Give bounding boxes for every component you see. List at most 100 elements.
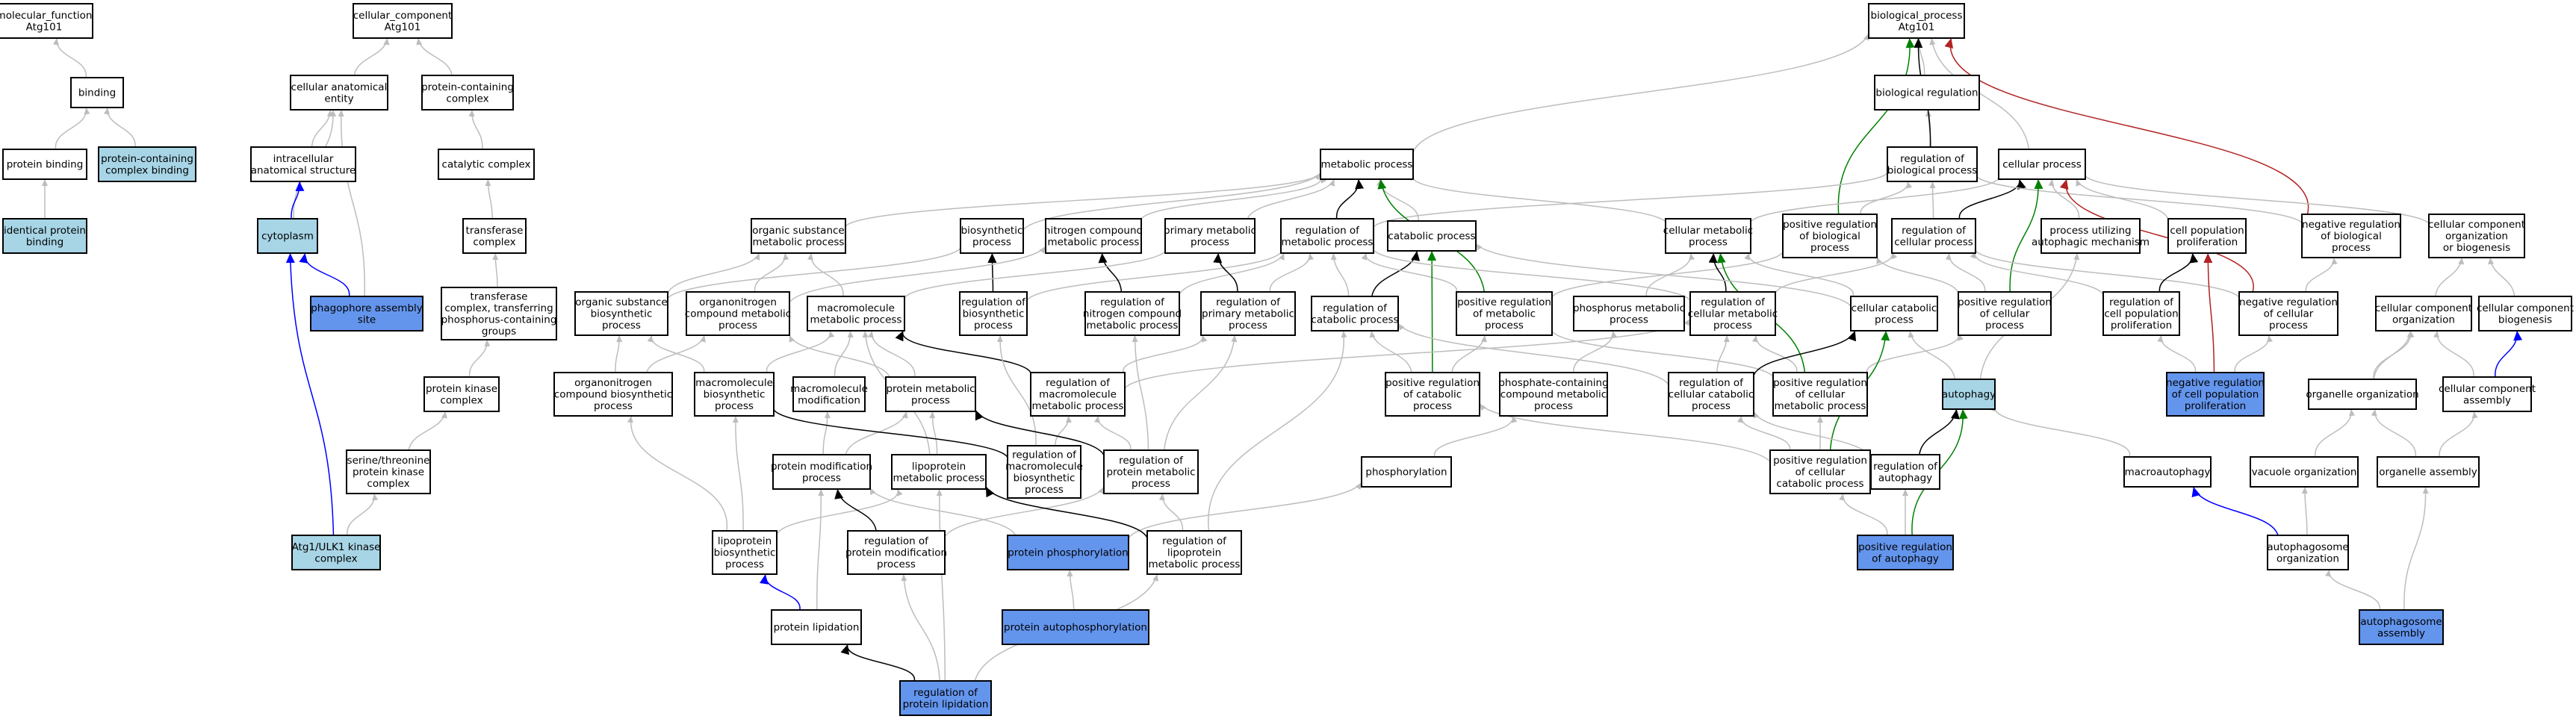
node-label-line: autophagosome bbox=[2267, 541, 2348, 553]
node-box bbox=[1007, 445, 1081, 499]
go-term-node[interactable]: cellular process bbox=[1998, 149, 2086, 180]
go-term-node[interactable]: regulation ofmacromoleculebiosyntheticpr… bbox=[1005, 445, 1083, 499]
go-term-node[interactable]: catabolic process bbox=[1387, 220, 1477, 252]
edge-biosyn-to-metab bbox=[1022, 172, 1321, 231]
go-term-node[interactable]: catalytic complex bbox=[438, 149, 535, 180]
go-term-node[interactable]: protein binding bbox=[2, 149, 87, 180]
node-label-line: autophagy bbox=[1942, 389, 1996, 401]
node-label-line: regulation of bbox=[1295, 225, 1360, 237]
go-term-node[interactable]: protein phosphorylation bbox=[1007, 535, 1129, 570]
go-term-node[interactable]: cytoplasm bbox=[257, 218, 318, 254]
edge-puam-to-cellproc bbox=[2048, 178, 2080, 220]
node-label-line: complex bbox=[440, 394, 482, 406]
node-label-line: regulation of bbox=[1873, 461, 1938, 473]
go-term-node[interactable]: binding bbox=[70, 77, 124, 108]
go-term-node[interactable]: autophagy bbox=[1942, 379, 1996, 410]
go-term-node[interactable]: macroautophagy bbox=[2123, 456, 2212, 488]
node-label-line: complex bbox=[314, 553, 357, 564]
edge-lipobp-to-ocbp bbox=[627, 415, 727, 532]
go-term-node[interactable]: phosphorylation bbox=[1361, 456, 1452, 488]
go-term-node[interactable]: protein autophosphorylation bbox=[1002, 609, 1149, 645]
go-term-node[interactable]: protein lipidation bbox=[771, 609, 862, 645]
node-label-line: process bbox=[1985, 320, 2024, 332]
edge-negregcp-to-regcp bbox=[1969, 244, 2241, 303]
node-label-line: process bbox=[974, 320, 1013, 332]
node-label-line: positive regulation bbox=[1858, 541, 1952, 553]
go-term-node[interactable]: biological regulation bbox=[1874, 75, 1980, 111]
go-term-node[interactable]: organelle organization bbox=[2306, 379, 2419, 410]
go-term-node[interactable]: vacuole organization bbox=[2250, 456, 2359, 488]
go-term-node[interactable]: organelle assembly bbox=[2377, 456, 2480, 488]
go-term-node[interactable]: metabolic process bbox=[1320, 149, 1414, 180]
node-label-line: protein kinase bbox=[353, 467, 424, 479]
node-box bbox=[1146, 530, 1242, 575]
